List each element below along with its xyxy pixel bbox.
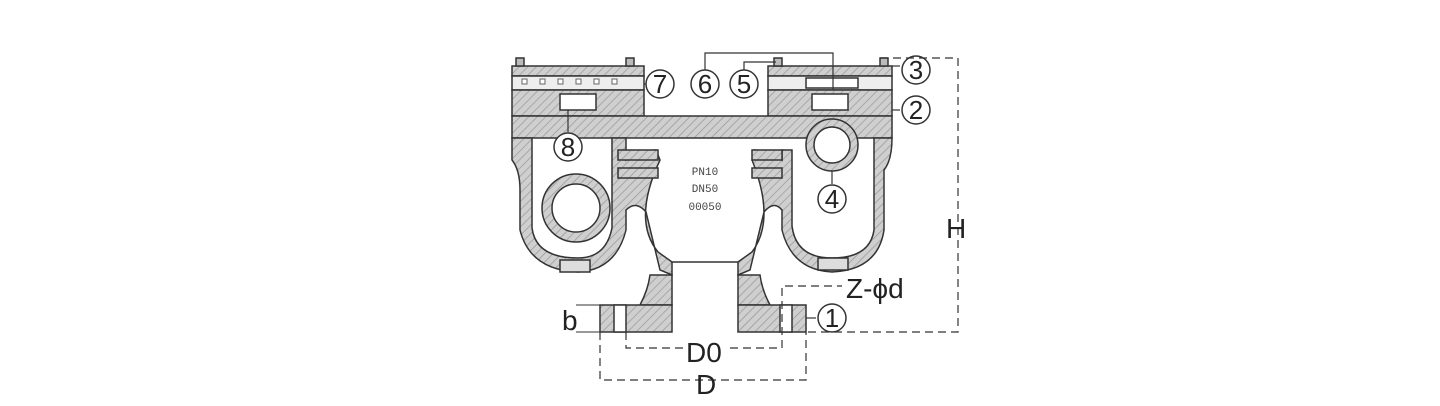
dimension-h: H bbox=[946, 213, 966, 244]
svg-text:8: 8 bbox=[561, 132, 575, 162]
dimension-b: b bbox=[562, 305, 578, 336]
svg-text:1: 1 bbox=[825, 303, 839, 333]
callout-5: 5 bbox=[729, 69, 759, 99]
svg-text:6: 6 bbox=[698, 69, 712, 99]
callout-1: 1 bbox=[817, 303, 847, 333]
dimension-lines bbox=[576, 57, 959, 381]
callout-7: 7 bbox=[645, 69, 675, 99]
callout-6: 6 bbox=[690, 69, 720, 99]
dimension-d: D bbox=[696, 369, 716, 400]
svg-text:7: 7 bbox=[653, 69, 667, 99]
callouts: 1 2 3 4 5 6 7 8 bbox=[553, 55, 931, 333]
dimension-bolt-holes: Z-ϕd bbox=[846, 273, 904, 304]
valve-body bbox=[511, 115, 893, 306]
callout-3: 3 bbox=[901, 55, 931, 85]
svg-text:4: 4 bbox=[825, 184, 839, 214]
dimension-d0: D0 bbox=[686, 337, 722, 368]
left-cover bbox=[511, 57, 645, 117]
right-cover bbox=[767, 57, 893, 119]
body-marking-dn: DN50 bbox=[692, 184, 718, 196]
body-marking-pn: PN10 bbox=[692, 167, 718, 179]
callout-4: 4 bbox=[817, 184, 847, 214]
callout-8: 8 bbox=[553, 132, 583, 162]
flange bbox=[599, 304, 807, 333]
body-marking-code: 00050 bbox=[688, 202, 721, 214]
svg-text:2: 2 bbox=[909, 95, 923, 125]
callout-2: 2 bbox=[901, 95, 931, 125]
svg-text:5: 5 bbox=[737, 69, 751, 99]
svg-text:3: 3 bbox=[909, 55, 923, 85]
